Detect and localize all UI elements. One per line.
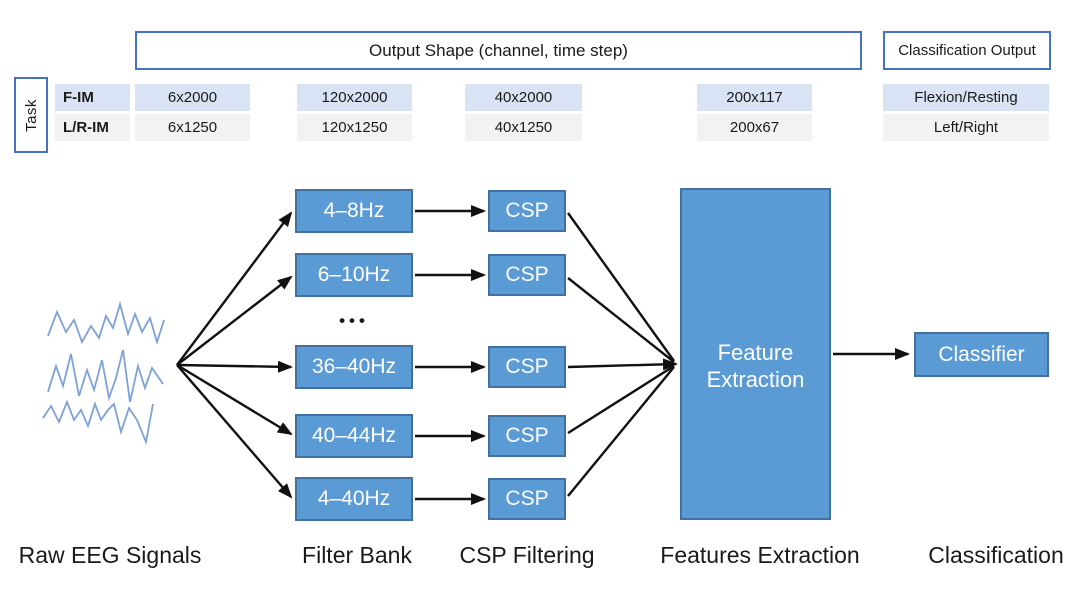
shape-cell: 120x2000 — [297, 84, 412, 111]
classifier-box: Classifier — [914, 332, 1049, 377]
filter-band-box-4: 40–44Hz — [295, 414, 413, 458]
output-cell: Left/Right — [883, 114, 1049, 141]
output-shape-header-box: Output Shape (channel, time step) — [135, 31, 862, 70]
feature-extraction-label-line2: Extraction — [706, 367, 805, 392]
stage-label-filter-bank: Filter Bank — [302, 542, 412, 568]
shape-cell: 200x67 — [697, 114, 812, 141]
eeg-wave-3 — [42, 399, 154, 446]
filter-to-csp-arrows — [415, 205, 486, 505]
csp-box-4: CSP — [488, 415, 566, 457]
shape-cell: 40x1250 — [465, 114, 582, 141]
task-header-label: Task — [22, 98, 40, 132]
feature-extraction-label-line1: Feature — [717, 339, 794, 365]
fanout-arrows — [176, 211, 293, 499]
stage-label-features-extraction: Features Extraction — [660, 542, 860, 568]
task-cell: F-IM — [55, 84, 130, 111]
feature-extraction-box: Feature Extraction — [680, 188, 831, 520]
filter-band-box-5: 4–40Hz — [295, 477, 413, 521]
output-shape-header-label: Output Shape (channel, time step) — [369, 40, 628, 60]
shape-cell: 40x2000 — [465, 84, 582, 111]
shape-cell: 6x2000 — [135, 84, 250, 111]
filter-band-box-3: 36–40Hz — [295, 345, 413, 389]
task-cell: L/R-IM — [55, 114, 130, 141]
shape-cell: 200x117 — [697, 84, 812, 111]
shape-cell: 6x1250 — [135, 114, 250, 141]
eeg-wave-2 — [47, 349, 164, 403]
classification-output-header-box: Classification Output — [883, 31, 1051, 70]
task-header-box: Task — [14, 77, 48, 153]
csp-box-1: CSP — [488, 190, 566, 232]
filter-band-box-2: 6–10Hz — [295, 253, 413, 297]
csp-box-3: CSP — [488, 346, 566, 388]
csp-box-5: CSP — [488, 478, 566, 520]
filter-band-box-1: 4–8Hz — [295, 189, 413, 233]
stage-label-raw-eeg: Raw EEG Signals — [18, 542, 202, 568]
stage-label-classification: Classification — [928, 542, 1064, 568]
csp-box-2: CSP — [488, 254, 566, 296]
csp-to-feature-arrows — [567, 212, 678, 497]
output-cell: Flexion/Resting — [883, 84, 1049, 111]
stage-label-csp-filtering: CSP Filtering — [459, 542, 595, 568]
eeg-wave-1 — [47, 300, 165, 346]
raw-eeg-waveforms — [42, 300, 165, 446]
filter-bank-ellipsis: ••• — [339, 311, 369, 330]
classification-output-header-label: Classification Output — [898, 42, 1036, 59]
shape-cell: 120x1250 — [297, 114, 412, 141]
